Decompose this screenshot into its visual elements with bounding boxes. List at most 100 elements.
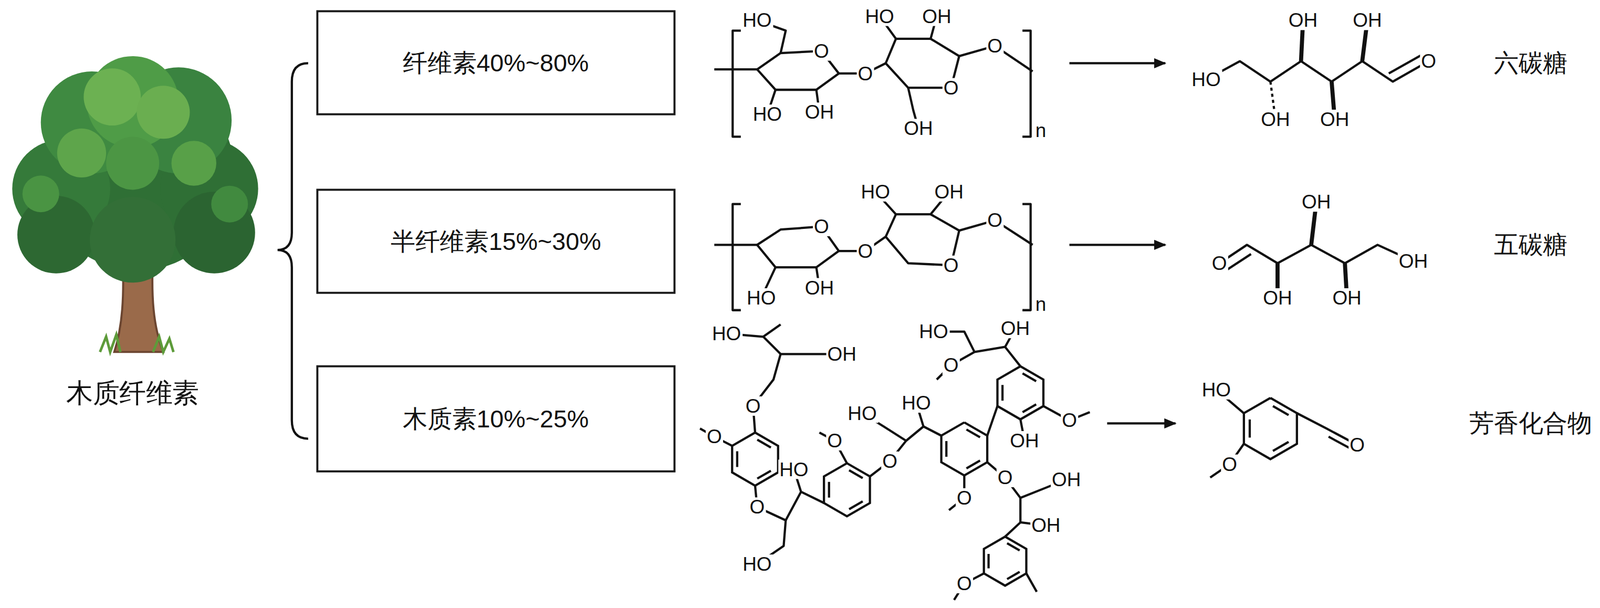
atom-label: O [986,210,1004,230]
benzene-ring [984,536,1027,586]
lignin-structure [954,573,1037,601]
hemicellulose-structure [714,243,758,246]
atom-label: O [812,41,831,61]
category-box: 木质素10%~25% [316,365,676,473]
atom-label: HO [751,104,783,124]
atom-label: O [1348,435,1366,455]
atom-label: HO [1200,380,1232,400]
atom-label: n [1034,294,1048,315]
atom-label: O [812,216,831,237]
atom-label: OH [1331,288,1363,308]
pentose-structure [1219,202,1414,299]
atom-label: HO [860,182,892,202]
atom-label: O [705,426,724,447]
benzene-ring [823,463,871,517]
caption-label: 五碳糖 [1492,232,1569,258]
category-box: 半纤维素15%~30% [316,188,676,294]
atom-label: OH [1261,288,1293,308]
box-label: 木质素10%~25% [402,402,589,436]
hemicellulose-structure [732,204,1031,311]
atom-label: O [1060,410,1079,431]
atom-label: O [1419,51,1438,71]
atom-label: OH [1351,10,1383,30]
cellulose-structure [732,30,1031,137]
curly-brace [277,63,309,439]
cellulose-structure [714,16,1033,137]
lignin-structure [726,324,843,354]
atom-label: O [955,573,974,594]
tree-illustration [57,128,107,178]
pentose-structure [1219,244,1414,264]
benzene-ring [849,470,863,479]
benzene-ring [1022,373,1037,382]
tree-illustration [106,136,160,190]
cellulose-structure [714,68,758,71]
benzene-ring [1022,404,1037,413]
atom-label: OH [803,102,835,122]
box-label: 纤维素40%~80% [402,46,589,79]
atom-label: O [996,467,1014,488]
atom-label: OH [803,278,835,298]
atom-label: HO [778,459,810,479]
lignin-structure [699,324,1090,601]
benzene-ring [1243,398,1298,460]
atom-label: OH [933,182,965,202]
vanillin-structure [1210,389,1358,478]
tree-illustration [83,68,141,126]
atom-label: HO [863,6,895,27]
atom-label: n [1034,120,1048,141]
atom-label: O [942,255,960,276]
lignin-structure [987,405,998,436]
benzene-ring [1001,384,1004,401]
atom-label: HO [710,323,742,344]
atom-label: HO [900,393,932,413]
benzene-ring [1007,543,1020,551]
curly-brace [277,63,309,439]
benzene-ring [731,366,1298,587]
reaction-arrow [1069,243,1166,246]
tree-illustration [89,196,176,283]
tree-illustration [211,185,248,223]
benzene-ring [849,501,863,510]
atom-label: HO [846,403,878,424]
atom-label: HO [741,10,773,30]
atom-label: O [986,36,1004,56]
atom-label: O [856,63,875,83]
benzene-ring [757,471,771,479]
atom-label: O [942,355,960,375]
atom-label: O [856,241,875,261]
atom-label: OH [1397,251,1429,271]
cellulose-structure [879,16,937,129]
tree-illustration [22,175,60,213]
atom-label: O [748,497,767,517]
hexose-structure [1206,61,1429,82]
benzene-ring [1272,405,1289,415]
atom-label: HO [917,321,949,342]
cellulose-structure [757,20,820,115]
benzene-ring [1007,571,1020,580]
vanillin-structure [1210,389,1244,478]
benzene-ring [828,482,831,498]
caption-label: 木质纤维素 [65,379,201,407]
atom-label: O [942,78,960,98]
atom-label: HO [745,288,777,308]
atom-label: O [825,431,844,451]
benzene-ring [966,429,980,438]
atom-label: OH [999,318,1031,339]
benzene-ring [966,460,980,469]
atom-label: OH [1319,109,1351,130]
benzene-ring [997,366,1044,420]
atom-label: HO [741,554,773,574]
benzene-ring [757,439,771,448]
reaction-arrow [1106,422,1176,425]
hexose-structure [1206,20,1429,120]
atom-label: O [881,451,899,472]
tree-illustration [171,140,217,186]
lignin-structure [753,353,781,433]
benzene-ring [945,441,948,457]
caption-label: 六碳糖 [1492,50,1569,76]
hexose-structure [1388,55,1422,74]
benzene-ring [987,553,990,569]
benzene-ring [731,432,779,486]
tree-illustration [99,334,174,352]
